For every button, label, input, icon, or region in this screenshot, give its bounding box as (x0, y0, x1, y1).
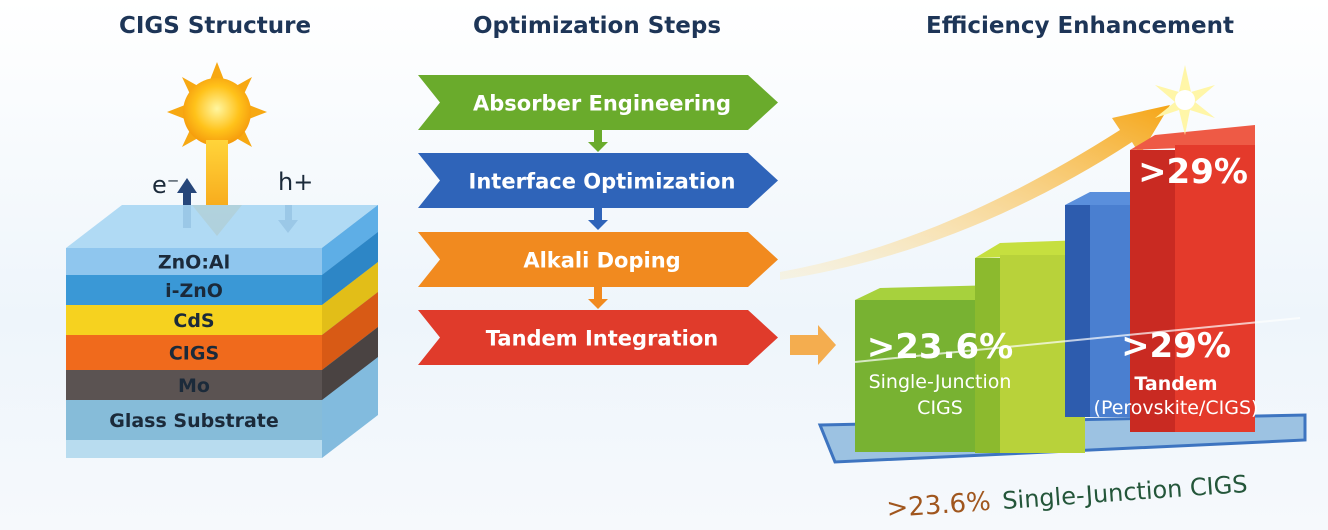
layer-label: ZnO:Al (158, 252, 230, 274)
layer-label: i-ZnO (165, 280, 223, 302)
single-value-label: >23.6% (867, 327, 1013, 367)
step-down-arrow-icon (588, 130, 608, 152)
layer-5 (66, 400, 322, 440)
layer-label: Glass Substrate (109, 410, 279, 432)
layer-3 (66, 335, 322, 370)
sparkle-icon (1155, 65, 1215, 135)
caption-text: Single-Junction CIGS (1001, 470, 1248, 515)
tandem-value-label: >29% (1121, 326, 1231, 366)
title-cigs-structure: CIGS Structure (119, 13, 311, 39)
layer-label: Mo (178, 375, 210, 397)
single-line1: Single-Junction (869, 371, 1012, 393)
step-label: Interface Optimization (469, 170, 736, 194)
step-arrow-1 (418, 153, 778, 208)
layer-4 (66, 370, 322, 400)
step-label: Alkali Doping (523, 249, 680, 273)
step-label: Tandem Integration (486, 327, 718, 351)
layer-1 (66, 275, 322, 305)
top-value-label: >29% (1138, 152, 1248, 192)
electron-up-arrow-icon (177, 178, 197, 228)
step-label: Absorber Engineering (473, 92, 731, 116)
efficiency-bars (854, 125, 1301, 453)
step-down-arrow-icon (588, 208, 608, 230)
title-optimization-steps: Optimization Steps (473, 13, 721, 39)
step-arrow-2 (418, 232, 778, 287)
layer-label: CIGS (169, 343, 219, 365)
single-line2: CIGS (917, 397, 963, 419)
step-arrow-3 (418, 310, 778, 365)
tandem-arrow-icon (790, 325, 836, 365)
layer-label: CdS (173, 310, 214, 332)
step-down-arrow-icon (588, 287, 608, 309)
hole-label: h+ (278, 168, 313, 196)
layer-2 (66, 305, 322, 335)
caption-value: >23.6% (886, 487, 992, 524)
step-arrow-0 (418, 75, 778, 130)
sun-icon (167, 62, 267, 162)
title-efficiency-enhancement: Efficiency Enhancement (926, 13, 1234, 39)
growth-curve-arrow-icon (780, 105, 1170, 280)
tandem-line1: Tandem (1134, 373, 1217, 395)
tandem-line2: (Perovskite/CIGS) (1094, 397, 1259, 419)
cigs-layer-stack (66, 205, 378, 458)
electron-label: e⁻ (152, 171, 179, 199)
bar-tandem (1175, 145, 1255, 432)
layer-0 (66, 248, 322, 275)
